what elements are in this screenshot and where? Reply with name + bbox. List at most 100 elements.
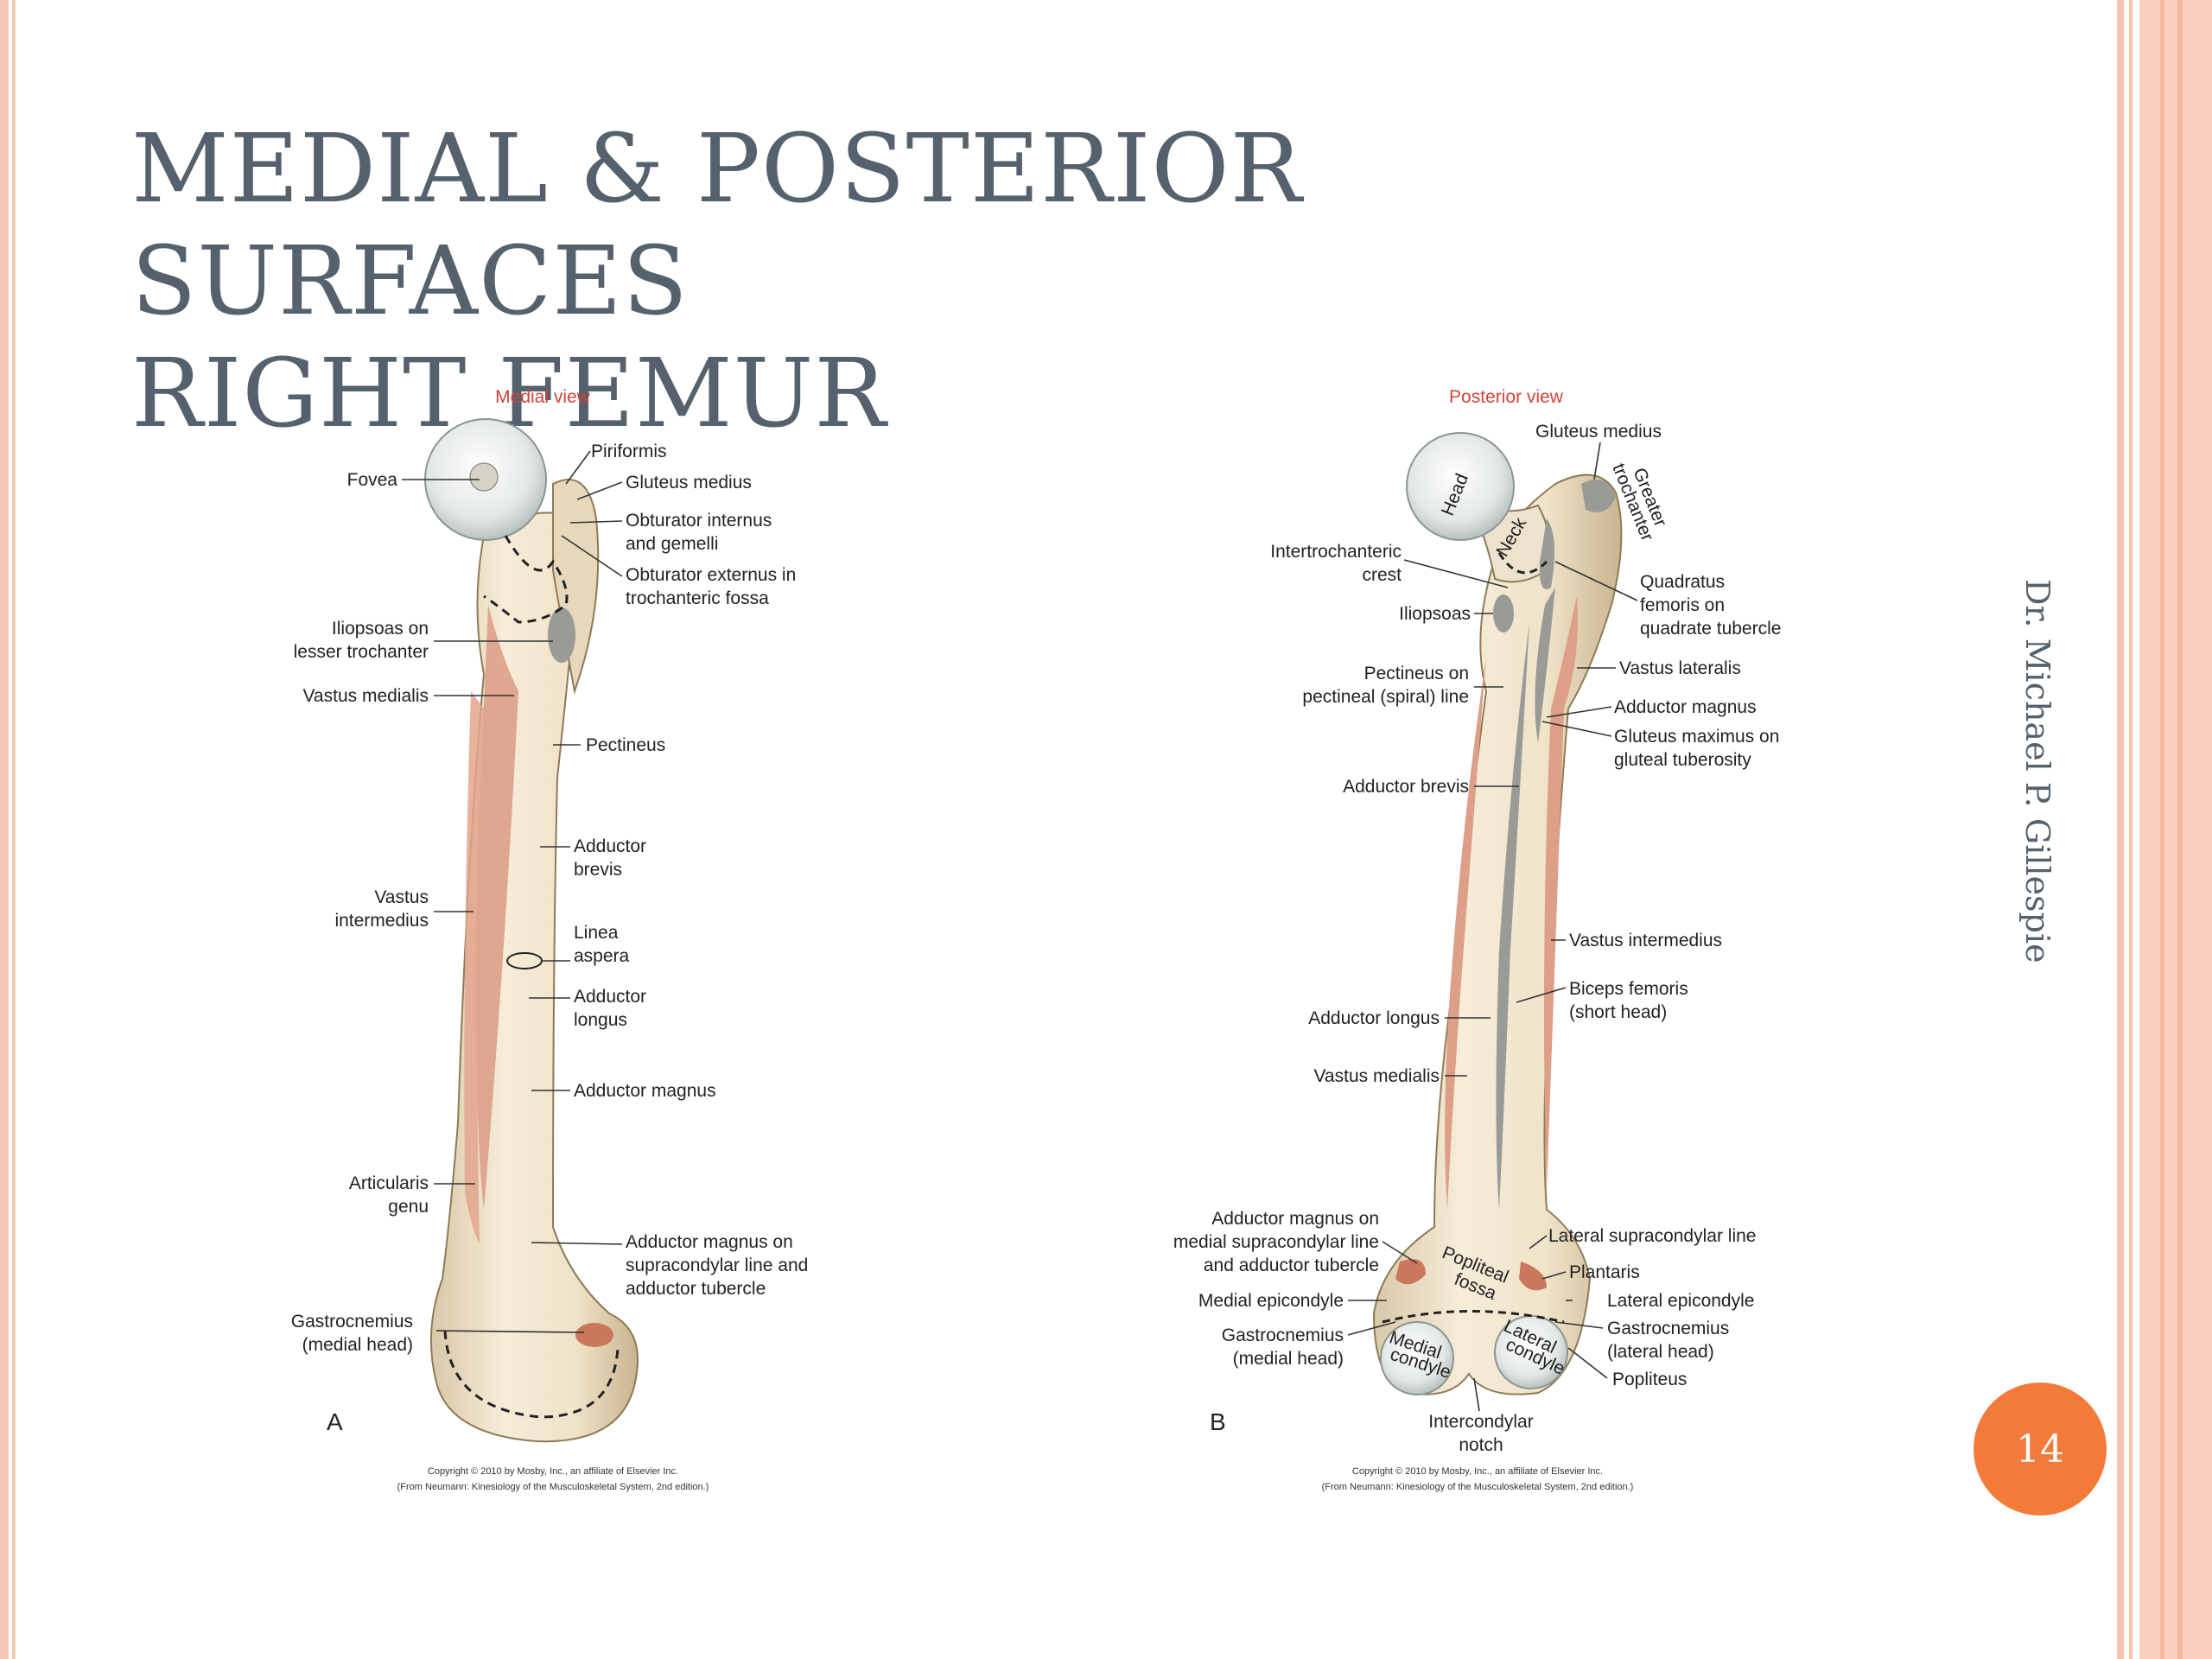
label-vastus-medialis-a: Vastus medialis [302,686,429,706]
label-gastrocnemius-medial-2: (medial head) [1233,1349,1344,1369]
label-intercondylar-1: Intercondylar [1428,1412,1533,1432]
label-iliopsoas-2: lesser trochanter [294,642,429,662]
label-vastus-intermedius-b: Vastus intermedius [1569,931,1722,950]
label-gastrocnemius-a-1: Gastrocnemius [291,1312,413,1332]
label-adductor-brevis-b: Adductor brevis [1343,777,1469,797]
label-adductor-magnus-a: Adductor magnus [574,1081,716,1101]
label-vastus-medialis-b: Vastus medialis [1313,1066,1440,1086]
label-pectineus-a: Pectineus [586,735,665,755]
label-biceps-femoris-1: Biceps femoris [1569,979,1688,999]
label-linea-aspera-2: aspera [574,946,630,966]
label-adductor-longus-1: Adductor [574,987,646,1007]
panel-a-fovea-pit [469,462,499,492]
panel-a-leader-lines [402,450,623,1333]
label-adductor-longus-b: Adductor longus [1308,1008,1440,1028]
label-adductor-brevis-1: Adductor [574,836,646,856]
label-lateral-supracondylar: Lateral supracondylar line [1548,1226,1756,1246]
label-iliopsoas-1: Iliopsoas on [332,619,429,639]
panel-b-copyright-1: Copyright © 2010 by Mosby, Inc., an affi… [1352,1466,1603,1477]
label-gastrocnemius-lateral-2: (lateral head) [1607,1342,1714,1362]
label-obturator-internus-2: and gemelli [626,534,718,554]
label-quadratus-1: Quadratus [1640,572,1725,592]
panel-b-gluteus-medius-attachment [1581,480,1616,512]
panel-b-intertrochanteric-outline [1497,552,1548,575]
label-vastus-intermedius-2: intermedius [334,911,429,931]
panel-b-leader-lines [1347,442,1638,1412]
label-gluteus-maximus-1: Gluteus maximus on [1614,727,1779,747]
label-quadratus-2: femoris on [1640,595,1725,615]
label-adductor-magnus-on-3: adductor tubercle [626,1279,766,1299]
label-obturator-internus-1: Obturator internus [626,511,772,531]
panel-a-view-title: Medial view [495,387,591,407]
slide-title-line-1: MEDIAL & POSTERIOR SURFACES [131,113,1303,336]
panel-b-articular-outline [1382,1310,1565,1324]
label-articularis-2: genu [388,1197,429,1217]
panel-a-linea-aspera-marker [506,952,543,969]
panel-a-trochanteric-fossa-outline [483,535,569,624]
page-number-badge: 14 [1974,1382,2107,1516]
label-gluteus-medius-a: Gluteus medius [626,473,752,493]
label-linea-aspera-1: Linea [574,923,619,943]
label-quadratus-3: quadrate tubercle [1640,619,1781,639]
panel-b-plantaris-attachment [1519,1262,1547,1291]
label-gastrocnemius-a-2: (medial head) [302,1335,413,1355]
label-gluteus-maximus-2: gluteal tuberosity [1614,750,1751,770]
panel-b-femoral-head [1406,432,1515,541]
panel-a-gastrocnemius-attachment [575,1323,613,1347]
panel-b-iliopsoas-attachment [1493,594,1514,632]
label-adductor-magnus-b: Adductor magnus [1614,697,1757,717]
panel-a-femur-bone [429,512,639,1443]
panel-b-gluteus-maximus-strip [1535,588,1555,743]
left-border-decoration [0,0,19,1659]
panel-b-medial-supracondylar-attachment [1395,1259,1426,1285]
label-gastrocnemius-medial-1: Gastrocnemius [1222,1325,1344,1345]
label-adductor-magnus-on-b-1: Adductor magnus on [1211,1209,1379,1229]
panel-b-view-title: Posterior view [1449,387,1564,407]
panel-b-quadratus-attachment [1539,518,1554,589]
label-intercondylar-2: notch [1459,1435,1503,1455]
label-plantaris: Plantaris [1569,1262,1640,1282]
label-pectineus-b-2: pectineal (spiral) line [1302,687,1469,707]
label-iliopsoas-b: Iliopsoas [1399,604,1471,624]
label-obturator-externus-2: trochanteric fossa [626,588,769,608]
author-name: Dr. Michael P. Gillespie [2018,579,2056,963]
panel-b-medial-condyle [1380,1321,1454,1395]
label-piriformis: Piriformis [591,442,667,461]
right-border-decoration [2117,0,2212,1659]
label-vastus-lateralis: Vastus lateralis [1619,658,1741,678]
panel-b-letter: B [1210,1408,1226,1435]
label-intertrochanteric-1: Intertrochanteric [1270,542,1402,562]
label-adductor-magnus-on-2: supracondylar line and [626,1255,808,1275]
label-intertrochanteric-2: crest [1362,565,1402,585]
label-adductor-magnus-on-1: Adductor magnus on [626,1232,793,1252]
label-fovea: Fovea [347,470,398,490]
panel-b-copyright-2: (From Neumann: Kinesiology of the Muscul… [1322,1482,1634,1492]
label-vastus-intermedius-1: Vastus [374,887,429,907]
panel-a-vastus-intermedius-strip [464,691,484,1244]
panel-b-vastus-medialis-strip [1445,657,1486,1210]
label-pectineus-b-1: Pectineus on [1364,664,1469,683]
label-adductor-magnus-on-b-2: medial supracondylar line [1173,1232,1379,1252]
panel-b-adductor-strip [1496,622,1529,1210]
label-biceps-femoris-2: (short head) [1569,1002,1667,1022]
label-lateral-epicondyle: Lateral epicondyle [1607,1291,1754,1311]
label-adductor-magnus-on-b-3: and adductor tubercle [1204,1255,1379,1275]
panel-a-letter: A [327,1408,343,1435]
label-articularis-1: Articularis [349,1173,429,1193]
label-obturator-externus-1: Obturator externus in [626,565,796,585]
panel-b-posterior-view: Posterior view [1173,387,1782,1492]
label-adductor-brevis-2: brevis [574,860,622,880]
panel-a-articular-outline [443,1330,620,1419]
label-popliteus: Popliteus [1612,1370,1687,1389]
label-gastrocnemius-lateral-1: Gastrocnemius [1607,1319,1729,1338]
label-gluteus-medius-b: Gluteus medius [1535,422,1662,442]
panel-a-medial-view: Medial view [291,387,809,1492]
panel-b-vastus-lateralis-strip [1543,596,1578,1192]
panel-a-iliopsoas-attachment [548,607,575,663]
label-medial-epicondyle: Medial epicondyle [1198,1291,1344,1311]
label-adductor-longus-2: longus [574,1010,627,1030]
panel-a-copyright-2: (From Neumann: Kinesiology of the Muscul… [397,1482,709,1492]
panel-a-copyright-1: Copyright © 2010 by Mosby, Inc., an affi… [428,1466,678,1477]
panel-a-vastus-medialis-strip [476,605,518,1210]
